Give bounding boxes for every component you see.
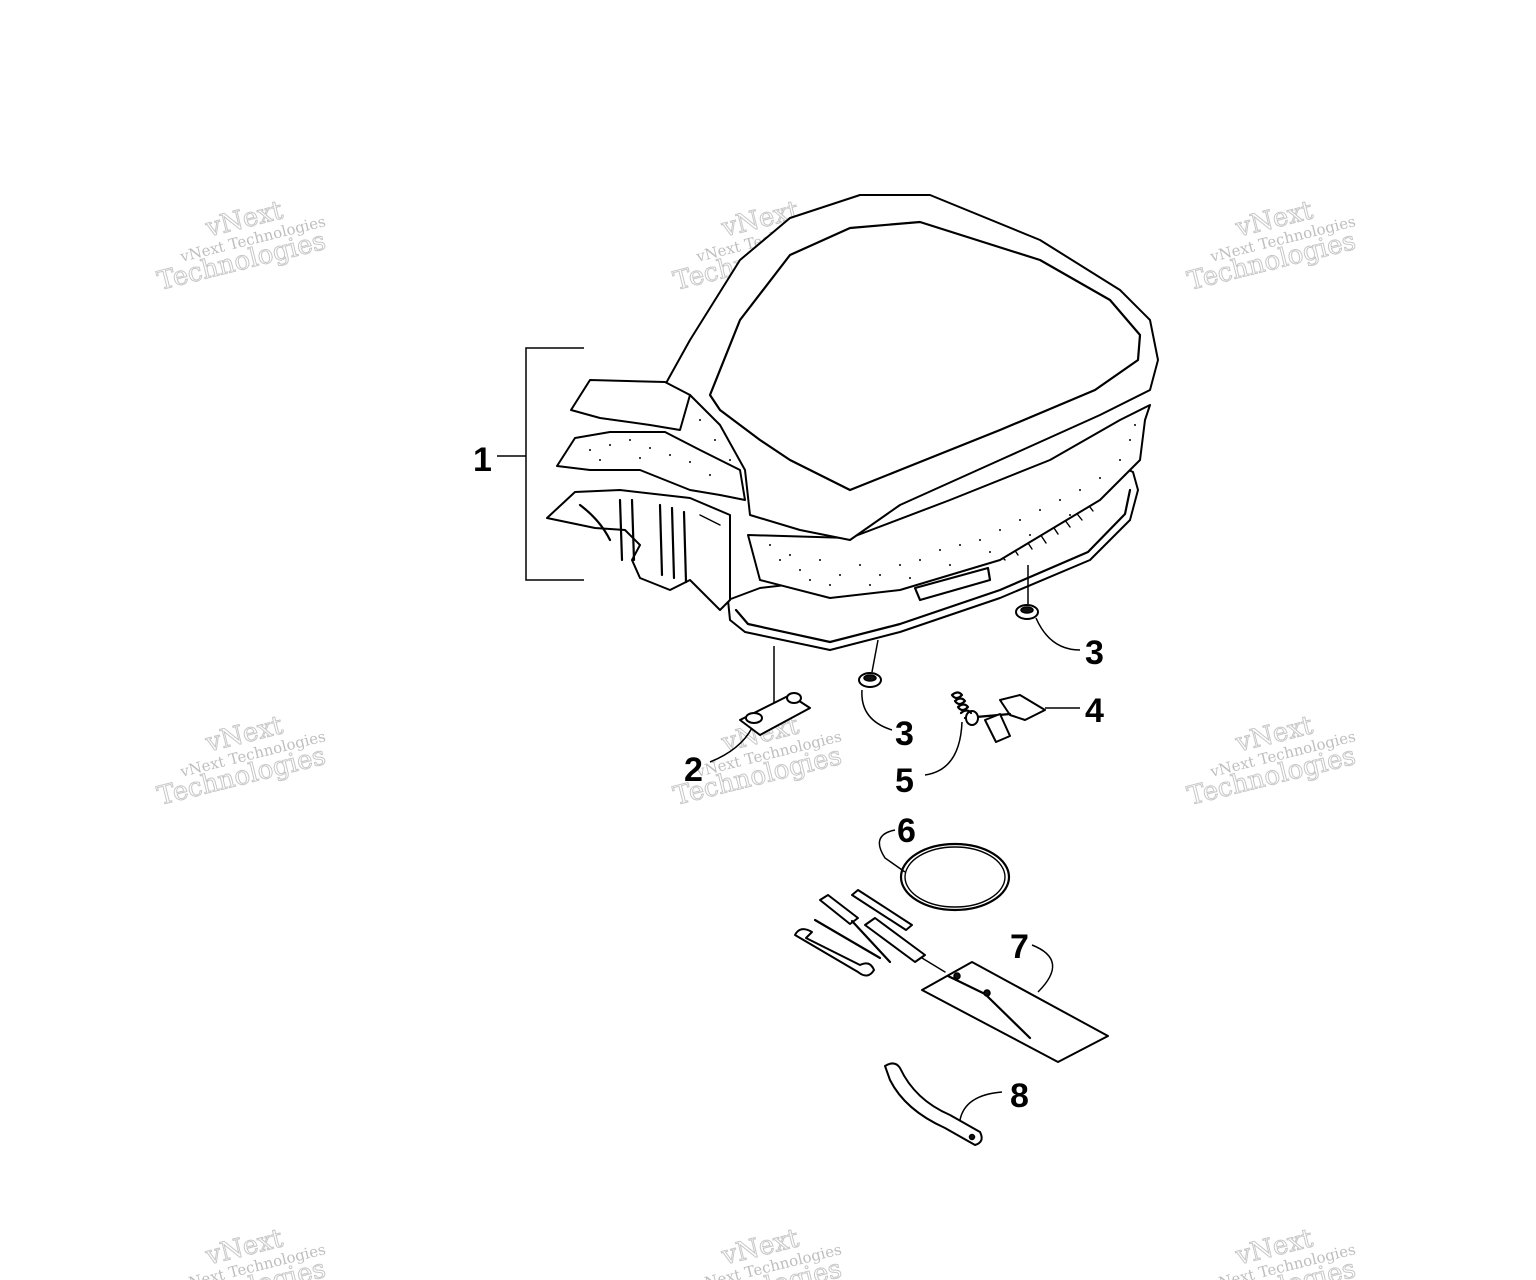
callout-8: 8 bbox=[1010, 1077, 1029, 1115]
leader-part-7 bbox=[1031, 944, 1054, 993]
o-ring bbox=[899, 842, 1011, 912]
latch-plate bbox=[739, 694, 811, 736]
leader-grommet-b bbox=[1035, 617, 1081, 651]
latch-plate-knob-a bbox=[745, 712, 763, 724]
watermark-bottom-left: vNext vNext Technologies Technologies bbox=[154, 1223, 329, 1280]
seat-bracket-ribs bbox=[578, 498, 721, 584]
watermark-top-left: vNext vNext Technologies Technologies bbox=[154, 195, 329, 297]
tool-pouch-tie bbox=[921, 957, 946, 973]
tool-kit-part-7 bbox=[794, 889, 1109, 1063]
watermark-bottom-right: vNext vNext Technologies Technologies bbox=[1184, 1223, 1359, 1280]
leader-grommet-a-stem bbox=[871, 639, 879, 673]
leader-part-5 bbox=[924, 721, 963, 776]
leader-part-2 bbox=[709, 727, 753, 763]
latch-hook bbox=[984, 713, 1011, 743]
latch-plate-part-2 bbox=[709, 646, 811, 763]
seat-front-upper-tab bbox=[570, 379, 691, 431]
grommet-part-3-a bbox=[858, 639, 893, 731]
latch-plate-knob-b bbox=[786, 692, 802, 704]
seat-base-grip bbox=[913, 566, 992, 602]
seat-front-foam-tab bbox=[556, 431, 746, 501]
tool-pouch-snap-b bbox=[983, 989, 991, 997]
bracket-part-1 bbox=[497, 347, 584, 581]
leader-part-6 bbox=[878, 829, 906, 873]
spring-coil bbox=[950, 691, 973, 715]
plug-socket-rod bbox=[851, 889, 913, 931]
watermark-bottom-center: vNext vNext Technologies Technologies bbox=[670, 1223, 845, 1280]
o-ring-part-6 bbox=[878, 829, 1011, 912]
callout-3-left: 3 bbox=[895, 715, 914, 753]
watermark-top-right: vNext vNext Technologies Technologies bbox=[1184, 195, 1359, 297]
screwdriver-shaft bbox=[850, 919, 892, 964]
callout-7: 7 bbox=[1010, 928, 1029, 966]
watermark-mid-right: vNext vNext Technologies Technologies bbox=[1184, 710, 1359, 812]
callout-labels: 1 2 3 3 4 5 6 7 8 bbox=[473, 441, 1104, 1115]
callout-4: 4 bbox=[1085, 692, 1104, 730]
seat-cushion-top bbox=[664, 194, 1159, 541]
callout-6: 6 bbox=[897, 812, 916, 850]
seat-front-foam-texture bbox=[589, 439, 711, 476]
o-ring-inner bbox=[904, 846, 1006, 908]
plug-socket bbox=[864, 917, 926, 963]
seat-front-bracket bbox=[546, 489, 731, 611]
latch-part-4 bbox=[963, 694, 1080, 743]
leader-part-8 bbox=[959, 1091, 1003, 1121]
seat-cushion-panel bbox=[708, 220, 1142, 492]
open-wrench bbox=[794, 928, 875, 977]
leader-grommet-a bbox=[861, 689, 893, 731]
seat-foam-band bbox=[747, 404, 1151, 599]
screwdriver-bit bbox=[813, 918, 882, 960]
spanner-wrench bbox=[884, 1062, 983, 1146]
latch-body bbox=[999, 694, 1046, 721]
seat-base-rim bbox=[734, 488, 1132, 644]
seat-foam-texture bbox=[769, 424, 1136, 586]
callout-1: 1 bbox=[473, 441, 492, 479]
tool-pouch-snap-a bbox=[953, 972, 961, 980]
spanner-wrench-part-8 bbox=[884, 1062, 1003, 1146]
spring-part-5 bbox=[924, 691, 973, 776]
latch-washer bbox=[965, 710, 979, 726]
callout-3-right: 3 bbox=[1085, 634, 1104, 672]
callout-5: 5 bbox=[895, 762, 914, 800]
watermark-mid-left: vNext vNext Technologies Technologies bbox=[154, 710, 329, 812]
callout-2: 2 bbox=[684, 751, 703, 789]
screwdriver-handle bbox=[819, 894, 859, 925]
grommet-part-3-b bbox=[1015, 565, 1081, 651]
seat-assembly bbox=[497, 194, 1159, 651]
spanner-hole bbox=[968, 1133, 976, 1141]
